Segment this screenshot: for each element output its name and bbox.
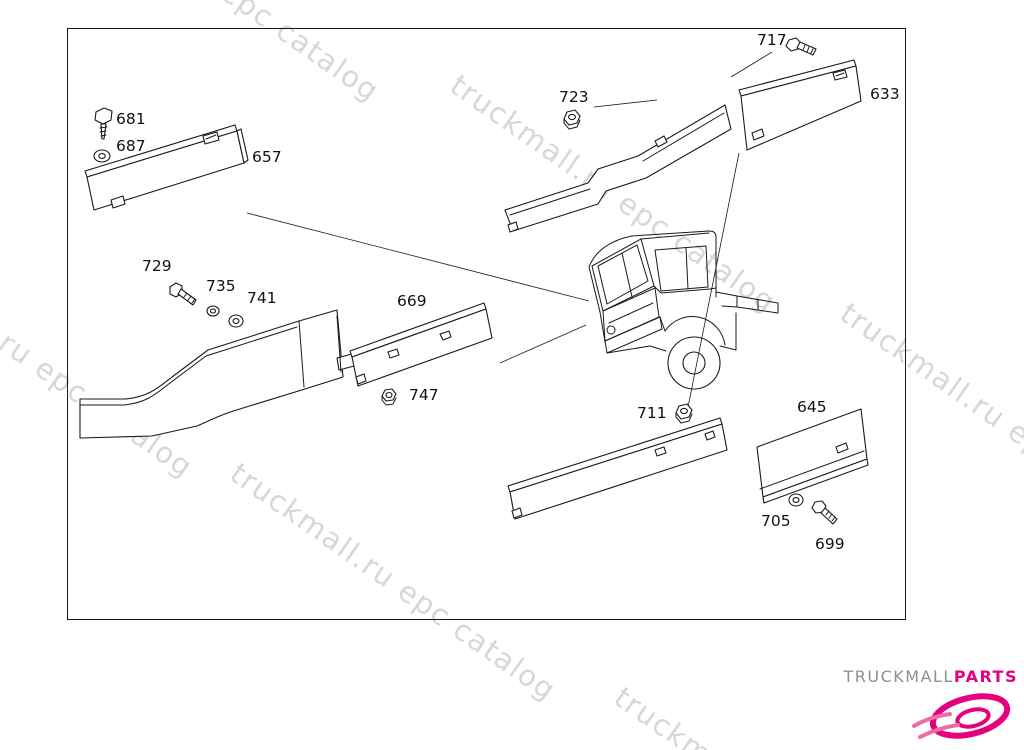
strip-711-graphic [507,417,728,520]
truck-graphic [588,230,779,390]
bolt-717-graphic [785,37,817,56]
diagram-border [67,28,906,620]
part-label-681: 681 [116,110,146,128]
leader-lines [246,51,773,408]
washer-705-graphic [788,493,804,507]
washer-735-graphic [206,305,220,317]
part-labels: 681 687 657 729 735 741 669 747 723 717 … [116,31,900,553]
watermark-text: truckmall.ru epc catalog [47,0,386,108]
logo-wheel-icon [912,693,1011,739]
strip-657-graphic [84,124,249,211]
washer-687-graphic [93,149,111,163]
logo-text: TRUCKMALLPARTS [840,667,1018,686]
bracket-741-graphic [79,309,355,439]
part-label-705: 705 [761,512,791,530]
nut-711-graphic [675,403,693,424]
bolt-699-graphic [811,500,838,525]
part-label-741: 741 [247,289,277,307]
part-label-711: 711 [637,404,667,422]
strip-723-graphic [504,104,732,233]
part-label-687: 687 [116,137,146,155]
part-label-723: 723 [559,88,589,106]
screw-729-graphic [169,282,197,306]
part-label-735: 735 [206,277,236,295]
bracket-645-graphic [756,408,869,504]
part-label-699: 699 [815,535,845,553]
strip-633-graphic [738,59,862,151]
washer-741-graphic [228,314,244,328]
nut-747-graphic [381,388,397,406]
part-label-717: 717 [757,31,787,49]
nut-723-graphic [563,109,581,130]
brand-logo: TRUCKMALLPARTS [840,667,1018,746]
part-label-747: 747 [409,386,439,404]
part-label-633: 633 [870,85,900,103]
watermark-text: truckmall.ru epc catalog [444,68,783,319]
logo-brand-text: TRUCKMALL [843,667,954,686]
part-label-657: 657 [252,148,282,166]
logo-accent-text: PARTS [953,667,1018,686]
bolt-681-graphic [94,107,113,140]
part-label-669: 669 [397,292,427,310]
strip-669-graphic [349,302,493,387]
part-label-729: 729 [142,257,172,275]
part-label-645: 645 [797,398,827,416]
